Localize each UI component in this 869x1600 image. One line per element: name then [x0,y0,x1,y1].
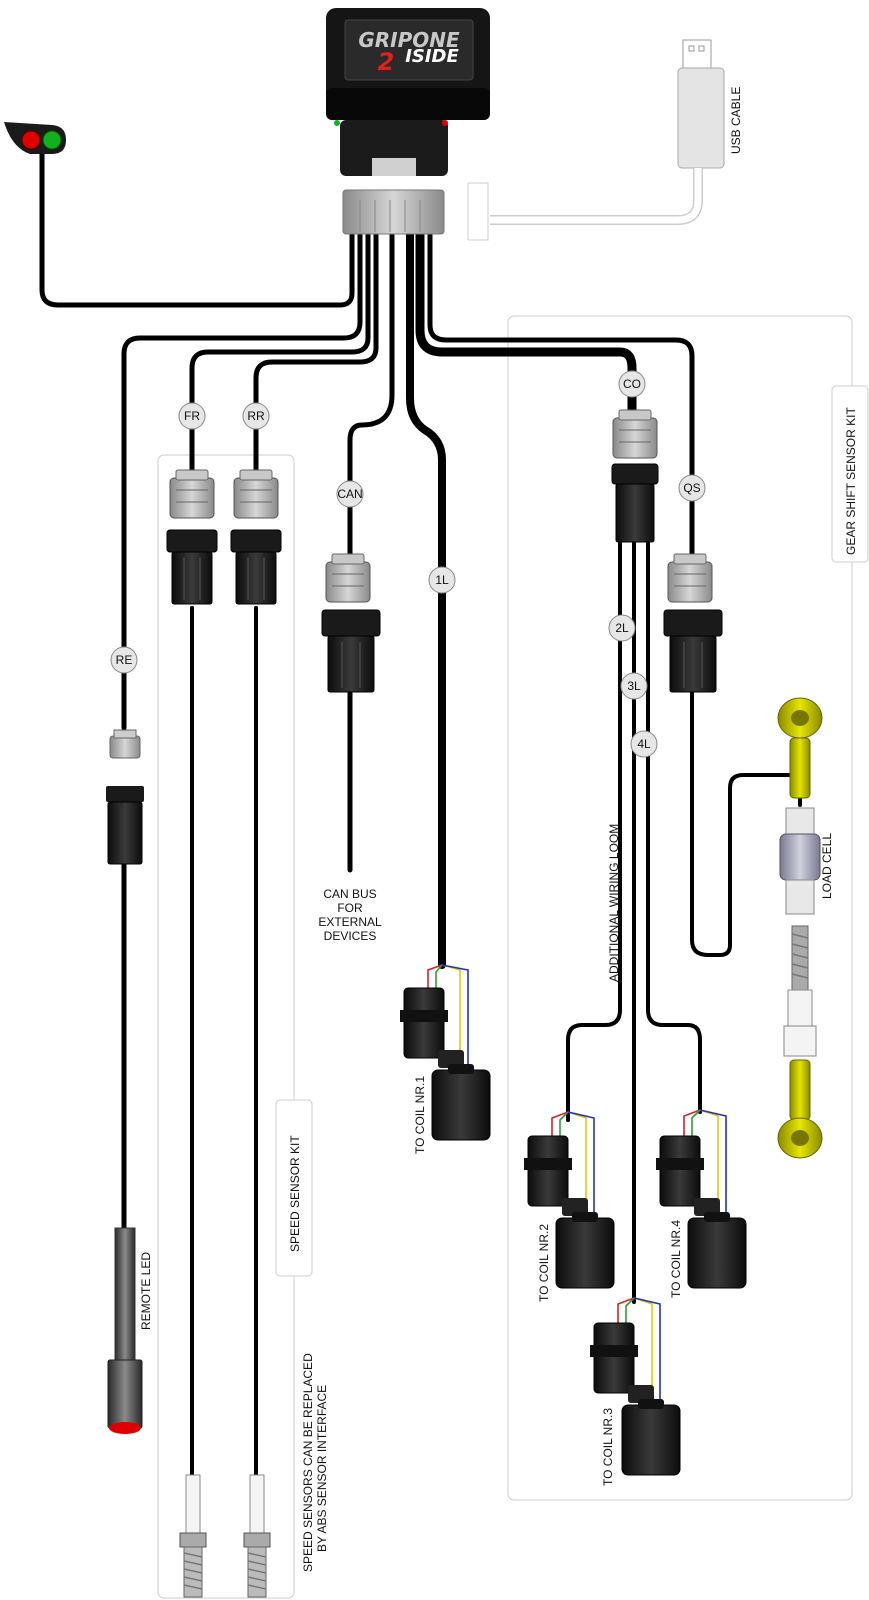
badge-fr: FR [178,402,206,430]
ecu-logo-brand: GRIPONE [358,28,460,52]
badge-2l-text: 2L [615,621,629,635]
badge-fr-text: FR [184,409,200,423]
cables [39,147,802,1477]
badge-3l-text: 3L [627,679,641,693]
coil-4-label: TO COIL NR.4 [669,1220,683,1298]
coil-1-label: TO COIL NR.1 [413,1076,427,1154]
ecu-unit[interactable] [326,8,490,176]
badge-rr: RR [242,402,270,430]
remote-led-label: REMOTE LED [139,1252,153,1330]
gear-shift-kit-label-box [831,385,869,563]
rr-dark-connector [230,529,282,605]
coil-wires [427,964,727,1400]
usb-cable-label: USB CABLE [729,87,743,154]
badge-co-text: CO [623,377,641,391]
speed-sensor-kit-frame [157,454,295,1599]
usb-cable[interactable] [467,39,725,241]
fr-grey-connector [169,469,215,519]
badge-1l-text: 1L [435,573,449,587]
co-grey-connector [612,409,658,459]
badge-2l: 2L [608,614,636,642]
qs-grey-connector [667,553,713,603]
fr-dark-connector [166,529,218,605]
shift-light-indicator [4,122,66,154]
can-bus-label-line2: FOR [337,901,363,915]
badge-co: CO [618,370,646,398]
gear-shift-kit-frame [507,315,853,1501]
badge-re: RE [110,646,138,674]
speed-sensor-kit-label-box [275,1099,313,1277]
qs-dark-connector [663,609,723,693]
load-cell-assembly [777,697,823,1159]
coil-3-label: TO COIL NR.3 [601,1408,615,1486]
can-bus-label-line1: CAN BUS [323,887,376,901]
badge-1l: 1L [428,566,456,594]
can-bus-label-line3: EXTERNAL [318,915,382,929]
badge-qs-text: QS [683,481,700,495]
badge-4l-text: 4L [637,737,651,751]
badge-re-text: RE [116,653,133,667]
remote-led-device [107,1227,143,1434]
ecu-logo-model: ISIDE [405,46,459,67]
additional-loom-label: ADDITIONAL WIRING LOOM [607,824,621,982]
load-cell-label: LOAD CELL [820,833,834,899]
badge-3l: 3L [620,672,648,700]
badge-4l: 4L [630,730,658,758]
re-connector [106,729,144,865]
speed-note-line1: SPEED SENSORS CAN BE REPLACED [301,1353,315,1572]
badge-can: CAN [336,480,364,508]
speed-sensor-kit-label: SPEED SENSOR KIT [288,1135,302,1252]
speed-note-line2: BY ABS SENSOR INTERFACE [315,1385,329,1552]
can-bus-label-line4: DEVICES [324,929,377,943]
badge-qs: QS [678,474,706,502]
rr-speed-sensor [243,1474,271,1598]
can-grey-connector [325,553,371,603]
main-harness-connector [342,189,445,235]
rr-grey-connector [233,469,279,519]
badge-can-text: CAN [337,487,362,501]
badge-rr-text: RR [247,409,265,423]
coil-2-label: TO COIL NR.2 [537,1224,551,1302]
fr-speed-sensor [179,1474,207,1598]
can-dark-connector [321,609,381,693]
ecu-logo-number: 2 [378,48,395,76]
gear-shift-kit-label: GEAR SHIFT SENSOR KIT [844,407,858,555]
co-dark-connector [611,463,659,543]
